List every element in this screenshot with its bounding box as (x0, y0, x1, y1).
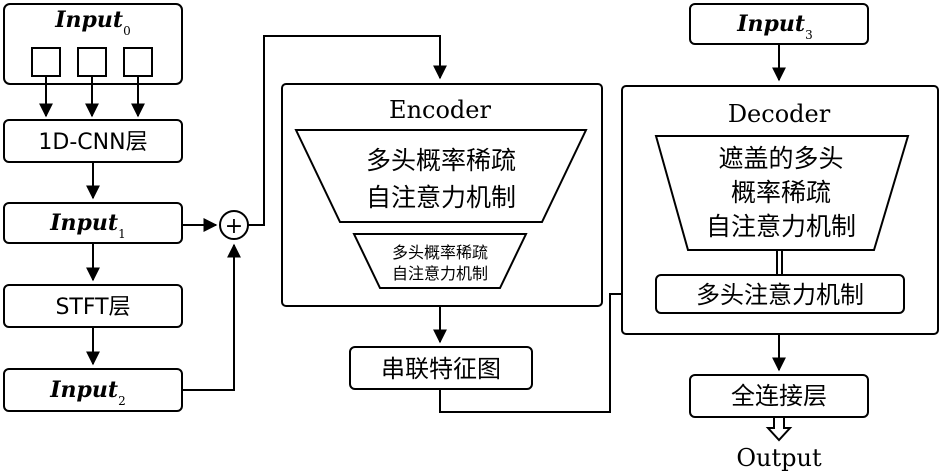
fc-layer-box: 全连接层 (689, 374, 869, 418)
arrow-add-to-encoder (248, 35, 447, 226)
add-node: + (219, 210, 249, 240)
fc-layer-label: 全连接层 (731, 382, 827, 410)
input0-label: Input (54, 7, 123, 33)
input2-box: Input2 (3, 368, 183, 412)
decoder-multihead-box (655, 274, 905, 314)
encoder-attention-big-trapezoid (294, 129, 588, 223)
input0-block: Input0 (3, 3, 183, 85)
svg-text:Input0: Input0 (54, 7, 130, 38)
input3-box: Input3 (689, 3, 869, 45)
decoder-masked-line3: 自注意力机制 (706, 212, 856, 241)
encoder-attention-small-trapezoid (352, 233, 528, 289)
cnn-layer-box: 1D-CNN层 (3, 119, 183, 163)
arrow-input2-to-add (182, 243, 241, 391)
input0-cell-2 (77, 47, 107, 77)
input1-box: Input1 (3, 202, 183, 244)
svg-text:Input2: Input2 (49, 377, 125, 408)
decoder-masked-attention-trapezoid (654, 135, 910, 251)
encoder-attention-big-line2: 自注意力机制 (366, 183, 516, 212)
concat-feature-map-box: 串联特征图 (349, 346, 533, 390)
input0-cell-1 (31, 47, 61, 77)
input1-label: Input (49, 210, 118, 236)
concat-feature-map-label: 串联特征图 (381, 355, 501, 383)
stft-layer-box: STFT层 (3, 284, 183, 328)
decoder-masked-line1: 遮盖的多头 (718, 144, 843, 173)
svg-text:Input1: Input1 (49, 210, 125, 241)
encoder-title: Encoder (389, 96, 491, 124)
encoder-attention-small-line2: 自注意力机制 (392, 264, 488, 283)
cnn-layer-label: 1D-CNN层 (38, 130, 147, 155)
input2-label: Input (49, 377, 118, 403)
input2-subscript: 2 (118, 394, 126, 408)
output-label: Output (736, 444, 822, 472)
input0-subscript: 0 (123, 24, 131, 38)
encoder-attention-small-line1: 多头概率稀疏 (392, 243, 488, 262)
decoder-block: Decoder 遮盖的多头 概率稀疏 自注意力机制 多头注意力机制 (621, 85, 939, 335)
stft-layer-label: STFT层 (55, 295, 130, 320)
input0-cell-3 (123, 47, 153, 77)
input3-subscript: 3 (805, 28, 813, 42)
decoder-title: Decoder (728, 100, 831, 128)
hollow-down-arrow-icon (765, 416, 793, 442)
svg-text:Input3: Input3 (736, 11, 812, 42)
decoder-multihead-label: 多头注意力机制 (696, 281, 864, 309)
input1-subscript: 1 (118, 227, 126, 241)
decoder-masked-line2: 概率稀疏 (731, 178, 831, 207)
input3-label: Input (736, 11, 805, 37)
add-node-symbol: + (225, 214, 243, 239)
encoder-block: Encoder 多头概率稀疏 自注意力机制 多头概率稀疏 自注意力机制 (281, 83, 603, 307)
encoder-attention-big-line1: 多头概率稀疏 (366, 146, 516, 175)
